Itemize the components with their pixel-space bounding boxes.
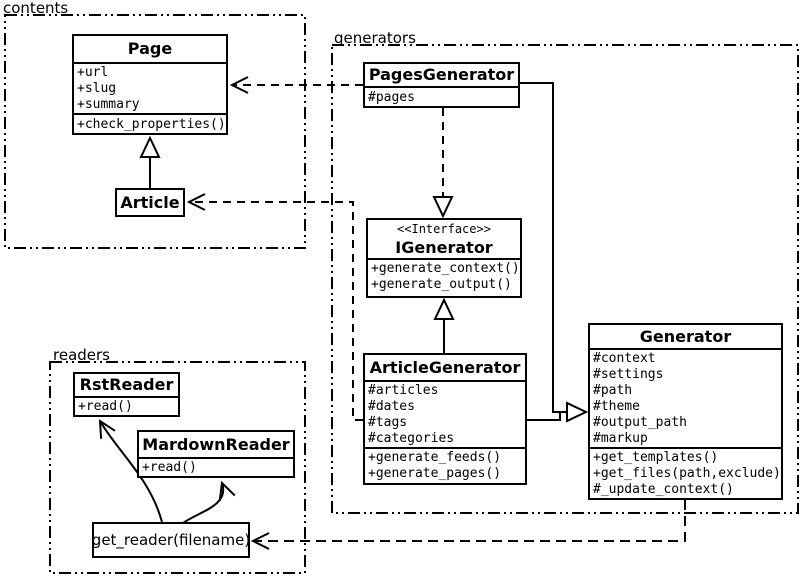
class-method: +generate_feeds() xyxy=(368,450,502,465)
class-title: ArticleGenerator xyxy=(369,358,521,377)
class-attribute: #output_path xyxy=(593,415,687,430)
class-method: +get_files(path,exclude) xyxy=(593,466,781,481)
class-title: Article xyxy=(120,193,180,212)
class-box-page: Page +url +slug +summary +check_properti… xyxy=(72,34,228,135)
section-divider xyxy=(74,62,226,64)
section-divider xyxy=(139,457,293,459)
class-attribute: #theme xyxy=(593,399,640,414)
class-attribute: #settings xyxy=(593,367,664,382)
class-title: Generator xyxy=(639,327,732,346)
arrow-getreader-rstreader xyxy=(98,419,163,523)
section-divider xyxy=(74,113,226,115)
class-box-rstreader: RstReader +read() xyxy=(73,372,180,417)
class-box-article: Article xyxy=(115,188,185,217)
section-divider xyxy=(590,447,781,449)
section-divider xyxy=(365,447,525,449)
class-method: +generate_output() xyxy=(371,277,512,292)
dependency-generator-getreader xyxy=(250,500,686,550)
section-divider xyxy=(365,380,525,382)
class-method: #_update_context() xyxy=(593,482,734,497)
class-title: Page xyxy=(127,39,173,58)
class-box-articlegenerator: ArticleGenerator #articles #dates #tags … xyxy=(363,353,527,485)
class-method: +read() xyxy=(78,399,133,414)
class-box-pagesgenerator: PagesGenerator #pages xyxy=(363,62,520,108)
generalization-articlegenerator-generator xyxy=(527,411,567,421)
class-title: RstReader xyxy=(79,375,174,394)
section-divider xyxy=(368,258,520,260)
function-box-get-reader: get_reader(filename) xyxy=(92,522,250,558)
class-attribute: #pages xyxy=(368,90,415,105)
generalization-pagesgenerator-generator xyxy=(520,82,589,423)
class-method: +generate_context() xyxy=(371,261,520,276)
package-label-readers: readers xyxy=(53,346,110,364)
class-title: IGenerator xyxy=(395,238,493,257)
section-divider xyxy=(590,348,781,350)
class-attribute: #context xyxy=(593,351,656,366)
class-method: +generate_pages() xyxy=(368,466,502,481)
arrow-getreader-mardownreader xyxy=(182,480,236,524)
dependency-articlegenerator-article xyxy=(186,193,363,421)
package-border-generators xyxy=(331,44,799,514)
class-method: +get_templates() xyxy=(593,450,719,465)
class-attribute: #dates xyxy=(368,399,415,414)
class-attribute: +summary xyxy=(77,97,140,112)
function-label: get_reader(filename) xyxy=(91,531,251,549)
class-box-generator: Generator #context #settings #path #them… xyxy=(588,323,783,500)
package-label-generators: generators xyxy=(334,29,416,47)
class-box-mardownreader: MardownReader +read() xyxy=(137,430,295,478)
section-divider xyxy=(365,86,518,88)
class-attribute: +slug xyxy=(77,81,117,96)
class-attribute: #markup xyxy=(593,431,648,446)
class-box-igenerator: <<Interface>> IGenerator +generate_conte… xyxy=(366,218,522,298)
class-attribute: +url xyxy=(77,65,109,80)
class-stereotype: <<Interface>> xyxy=(397,222,491,236)
package-border-contents xyxy=(4,14,306,249)
class-attribute: #categories xyxy=(368,431,455,446)
class-attribute: #path xyxy=(593,383,633,398)
class-method: +check_properties() xyxy=(77,117,226,132)
class-title: PagesGenerator xyxy=(368,65,515,84)
class-attribute: #tags xyxy=(368,415,408,430)
class-attribute: #articles xyxy=(368,383,439,398)
class-method: +read() xyxy=(142,460,197,475)
package-border-readers xyxy=(49,361,306,574)
section-divider xyxy=(75,396,178,398)
class-title: MardownReader xyxy=(142,435,290,454)
package-label-contents: contents xyxy=(3,0,69,17)
